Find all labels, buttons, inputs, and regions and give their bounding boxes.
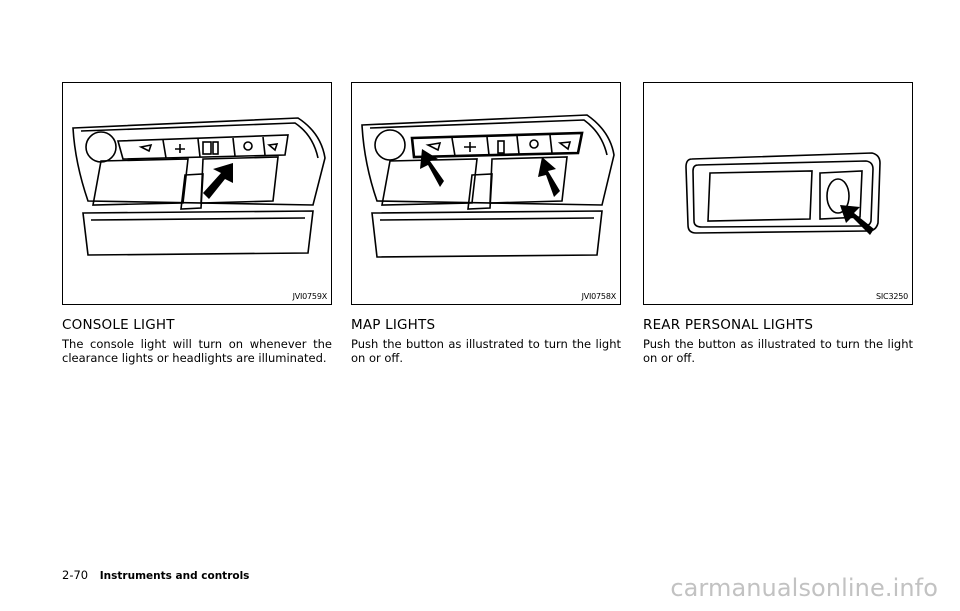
figure-map-lights: JVI0758X (351, 82, 621, 305)
page-footer: 2-70 Instruments and controls (62, 568, 249, 582)
footer-section-title: Instruments and controls (99, 570, 250, 582)
section-body: The console light will turn on whenever … (62, 337, 332, 365)
section-heading: MAP LIGHTS (351, 317, 436, 333)
map-lights-illustration (361, 114, 615, 258)
section-rear-personal-lights: SIC3250 REAR PERSONAL LIGHTS Push the bu… (643, 82, 913, 365)
section-heading: REAR PERSONAL LIGHTS (643, 317, 814, 333)
section-body: Push the button as illustrated to turn t… (643, 337, 913, 365)
page-number: 2-70 (62, 568, 89, 582)
section-map-lights: JVI0758X MAP LIGHTS Push the button as i… (351, 82, 621, 365)
section-console-light: JVI0759X CONSOLE LIGHT The console light… (62, 82, 332, 365)
figure-id: JVI0759X (292, 292, 328, 301)
figure-id: SIC3250 (876, 292, 908, 301)
section-heading: CONSOLE LIGHT (62, 317, 175, 333)
rear-personal-lights-illustration (685, 152, 881, 235)
console-light-illustration (72, 117, 326, 256)
figure-id: JVI0758X (581, 292, 617, 301)
watermark: carmanualsonline.info (670, 574, 938, 602)
section-body: Push the button as illustrated to turn t… (351, 337, 621, 365)
figure-rear-personal-lights: SIC3250 (643, 82, 913, 305)
figure-console-light: JVI0759X (62, 82, 332, 305)
